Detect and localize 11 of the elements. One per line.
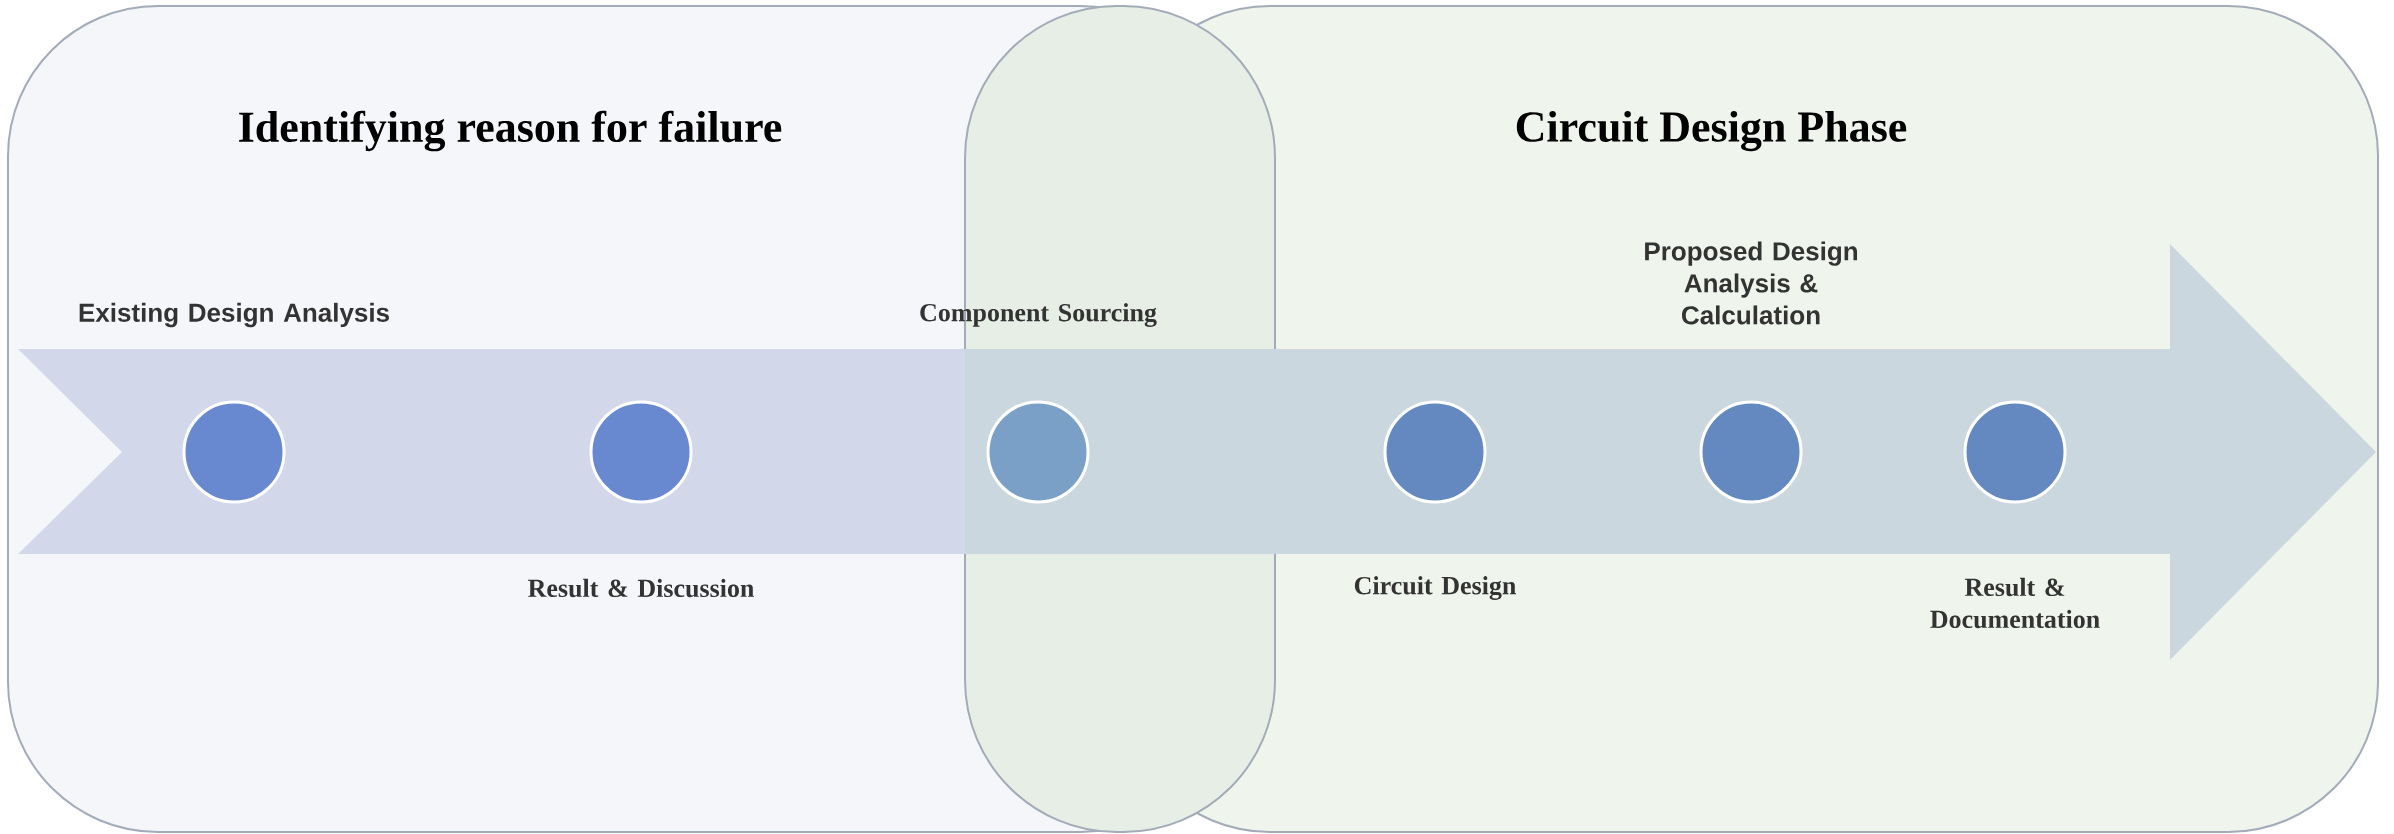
milestone-circle <box>182 400 286 504</box>
milestone-label: Circuit Design <box>1354 576 1516 600</box>
milestone-circle <box>1699 400 1803 504</box>
milestone-label: Result & Discussion <box>528 578 754 598</box>
milestone-label: Proposed Design Analysis & Calculation <box>1645 241 1857 325</box>
milestone-circle <box>986 400 1090 504</box>
milestone-circle <box>1963 400 2067 504</box>
milestone-label: Existing Design Analysis <box>79 302 389 328</box>
milestone-label: Result & Documentation <box>1930 577 2100 629</box>
milestone-circle <box>1383 400 1487 504</box>
milestone-circle <box>589 400 693 504</box>
